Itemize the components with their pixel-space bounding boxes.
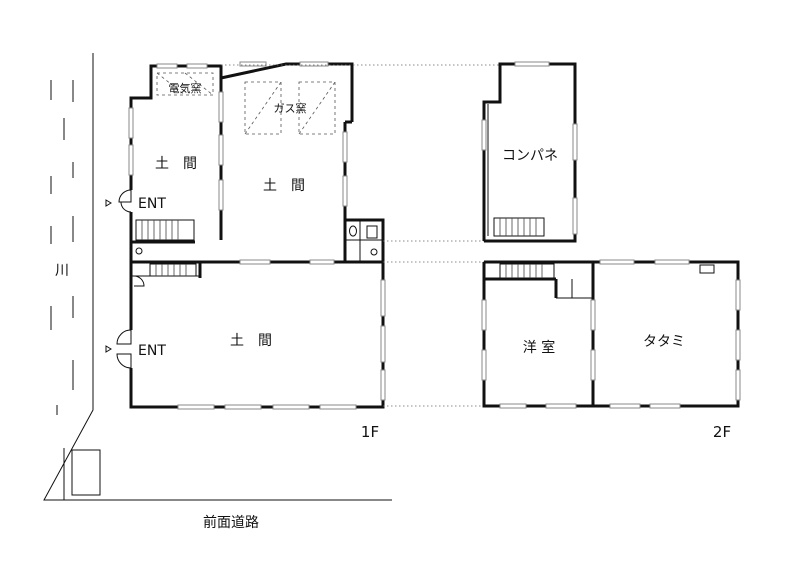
floor1-walls xyxy=(129,62,385,409)
floor1-stairs-upper xyxy=(135,219,195,241)
floor1-stairs-lower xyxy=(149,263,197,277)
toilet-fixtures xyxy=(135,225,378,256)
entrance-upper-door xyxy=(105,189,132,213)
road-label: 前面道路 xyxy=(203,514,259,531)
room-tatami-label: タタミ xyxy=(643,334,685,350)
floor-connection-lines xyxy=(221,64,500,407)
tatami-sink xyxy=(699,264,715,274)
room-doma-small-label: 土 間 xyxy=(155,156,197,172)
gas-kiln-label: ガス窯 xyxy=(274,101,307,115)
floor2-windows xyxy=(481,61,741,409)
room-doma-main-label: 土 間 xyxy=(230,333,272,349)
small-door xyxy=(133,275,145,287)
gas-kiln-outline xyxy=(244,81,336,135)
entrance-lower-door xyxy=(105,329,132,369)
river-label: 川 xyxy=(55,263,69,279)
floor1-label: 1F xyxy=(361,423,379,441)
floor2-stairs-upper xyxy=(493,217,545,237)
room-doma-kiln-label: 土 間 xyxy=(263,178,305,194)
electric-kiln-outline xyxy=(156,72,214,96)
site-boundary xyxy=(43,53,392,501)
floor1-windows xyxy=(128,61,386,410)
room-compane-label: コンパネ xyxy=(502,148,558,164)
river-dashes xyxy=(50,80,74,415)
entrance-upper-label: ENT xyxy=(138,196,166,212)
floor2-stairs-lower xyxy=(499,263,555,279)
room-western-label: 洋 室 xyxy=(523,339,555,356)
electric-kiln-label: 電気窯 xyxy=(169,81,202,95)
floor2-label: 2F xyxy=(713,423,731,441)
entrance-lower-label: ENT xyxy=(138,343,166,359)
